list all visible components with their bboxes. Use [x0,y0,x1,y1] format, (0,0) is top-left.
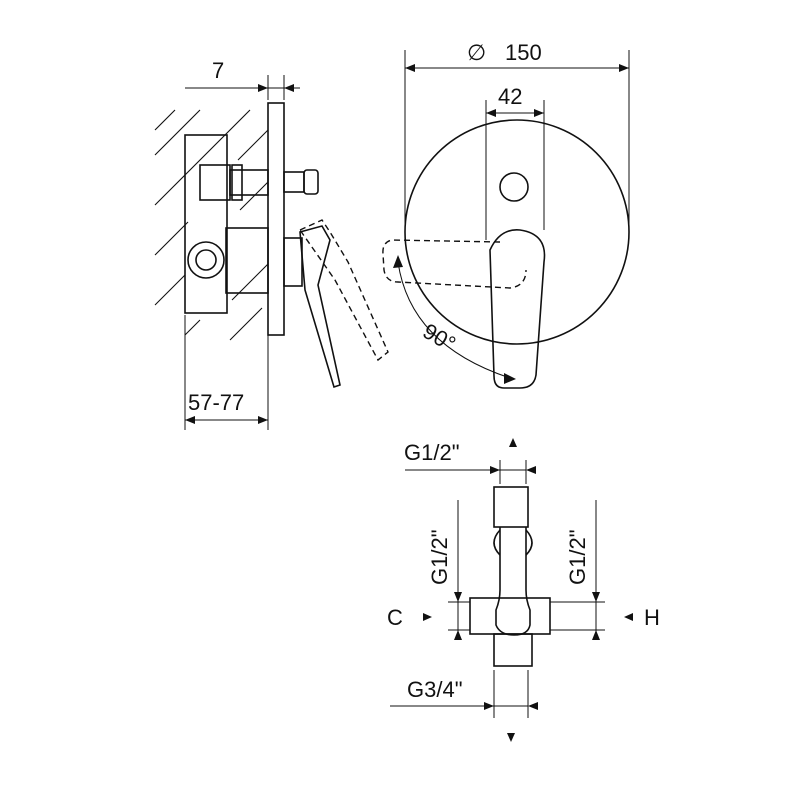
rotation-arc [397,261,511,379]
hot-marker: H [644,605,660,630]
cover-plate [267,102,285,336]
hot-marker-arrow [624,613,633,621]
front-lever [489,229,546,389]
dimension-bottom-thread: G3/4" [390,670,538,742]
dimension-install-range: 57-77 [184,315,269,430]
dimension-plate-diameter: ∅ 150 [404,40,630,225]
side-view: 7 57-77 [154,58,389,430]
wall-hatching [154,109,269,341]
cold-marker-arrow [423,613,432,621]
dimension-wall-depth: 7 [185,58,300,100]
dimension-left-thread: G1/2" [427,500,470,640]
dimension-right-thread: G1/2" [550,500,605,640]
label-handle-width: 42 [498,84,522,109]
top-outlet-nut [493,486,529,528]
label-top-thread: G1/2" [404,440,460,465]
pipe-body [495,527,531,636]
dimension-handle-width: 42 [485,84,545,240]
side-handle-rotated [298,219,389,362]
dimension-top-thread: G1/2" [404,438,536,484]
side-handle [299,225,341,389]
label-plate-diameter: 150 [505,40,542,65]
front-lever-rotated [382,239,527,289]
bottom-inlet-nut [493,633,533,667]
label-wall-depth: 7 [212,58,224,83]
label-left-thread: G1/2" [427,529,452,585]
side-lobe [493,529,501,556]
side-lobe-right [525,529,533,556]
rotation-arrow-bottom [504,373,516,384]
front-view: 90° ∅ 150 42 [382,40,630,389]
label-install-range: 57-77 [188,390,244,415]
cover-plate-front [404,119,630,345]
cross-body [469,597,551,635]
valve-body [184,134,319,314]
diverter-knob [499,172,529,202]
label-diameter-symbol: ∅ [467,40,486,65]
connections-view: G1/2" G1/2" G1/2" C H [387,438,660,742]
rotation-arrow-top [393,255,403,268]
cold-marker: C [387,605,403,630]
label-bottom-thread: G3/4" [407,677,463,702]
label-right-thread: G1/2" [565,529,590,585]
